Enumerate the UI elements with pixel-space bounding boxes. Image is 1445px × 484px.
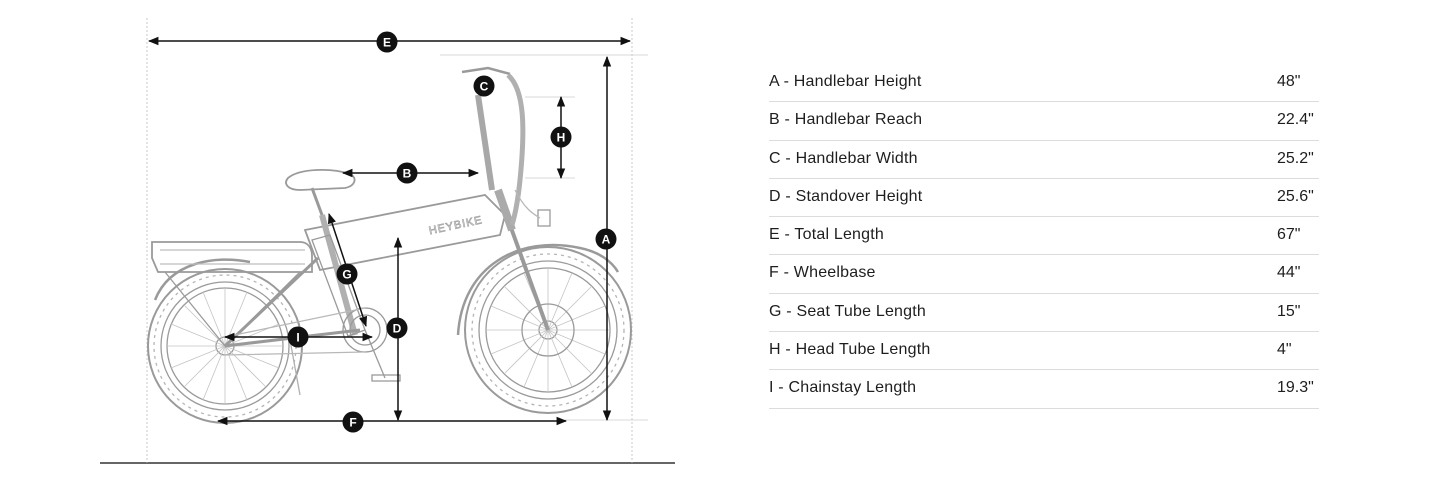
svg-text:I: I — [296, 331, 299, 345]
spec-value: 22.4" — [1277, 111, 1314, 129]
spec-label: E - Total Length — [769, 226, 884, 244]
spec-value: 44" — [1277, 264, 1301, 282]
spec-row-standover-height: D - Standover Height 25.6" — [769, 179, 1319, 218]
rear-rack — [151, 241, 313, 273]
spec-label: C - Handlebar Width — [769, 149, 918, 167]
front-tire-inner — [478, 260, 618, 400]
frame-brand-text: HEYBIKE — [428, 214, 484, 237]
spec-row-handlebar-height: A - Handlebar Height 48" — [769, 64, 1319, 103]
spec-row-chainstay-length: I - Chainstay Length 19.3" — [769, 370, 1319, 409]
marker-g: G — [336, 263, 358, 285]
svg-text:E: E — [383, 36, 391, 50]
spec-label: G - Seat Tube Length — [769, 302, 926, 320]
seatstay — [223, 256, 320, 348]
svg-text:F: F — [349, 416, 356, 430]
marker-d: D — [386, 317, 408, 339]
front-disc — [521, 303, 575, 357]
spec-label: I - Chainstay Length — [769, 379, 917, 397]
handlebar-grip — [506, 73, 526, 226]
spec-value: 48" — [1277, 73, 1301, 90]
marker-e: E — [376, 31, 398, 53]
fork — [508, 224, 550, 331]
saddle — [285, 169, 356, 191]
marker-b: B — [396, 162, 418, 184]
front-tire-tread — [471, 253, 625, 407]
head-tube — [494, 188, 516, 232]
spec-row-handlebar-reach: B - Handlebar Reach 22.4" — [769, 102, 1319, 141]
spec-label: H - Head Tube Length — [769, 341, 931, 359]
pedal — [371, 374, 401, 382]
spec-value: 25.2" — [1277, 149, 1314, 167]
spec-label: B - Handlebar Reach — [769, 111, 923, 129]
spec-row-seat-tube-length: G - Seat Tube Length 15" — [769, 294, 1319, 333]
spec-value: 19.3" — [1277, 379, 1314, 397]
bike-geometry-diagram: HEYBIKE A B C D E F G H I — [100, 18, 675, 464]
marker-i: I — [287, 326, 309, 348]
handlebar — [461, 66, 511, 76]
marker-h: H — [550, 126, 572, 148]
spec-row-handlebar-width: C - Handlebar Width 25.2" — [769, 141, 1319, 179]
seat-post — [310, 187, 324, 216]
spec-value: 15" — [1277, 302, 1301, 320]
svg-text:A: A — [602, 233, 611, 247]
dimension-lines — [147, 36, 632, 426]
svg-text:C: C — [480, 80, 489, 94]
brake-cable — [514, 189, 541, 219]
svg-text:B: B — [403, 167, 412, 181]
stem — [475, 94, 495, 191]
headlight — [537, 209, 551, 227]
front-fender — [456, 243, 620, 336]
spec-row-head-tube-length: H - Head Tube Length 4" — [769, 332, 1319, 371]
spec-row-total-length: E - Total Length 67" — [769, 217, 1319, 256]
rear-tire-inner — [160, 281, 290, 411]
main-frame — [303, 194, 506, 272]
geometry-spec-list: A - Handlebar Height 48" B - Handlebar R… — [769, 64, 1319, 409]
front-tire-outer — [464, 246, 632, 414]
spec-label: A - Handlebar Height — [769, 73, 922, 90]
spec-label: D - Standover Height — [769, 187, 923, 205]
svg-text:H: H — [557, 131, 566, 145]
spec-row-wheelbase: F - Wheelbase 44" — [769, 255, 1319, 294]
svg-text:D: D — [393, 322, 402, 336]
spec-value: 4" — [1277, 341, 1292, 359]
marker-f: F — [342, 411, 364, 433]
marker-a: A — [595, 228, 617, 250]
spec-value: 67" — [1277, 226, 1301, 244]
spec-value: 25.6" — [1277, 187, 1314, 205]
marker-c: C — [473, 75, 495, 97]
bike-illustration — [147, 66, 632, 424]
svg-text:G: G — [342, 268, 351, 282]
kickstand — [289, 339, 301, 396]
spec-label: F - Wheelbase — [769, 264, 876, 282]
